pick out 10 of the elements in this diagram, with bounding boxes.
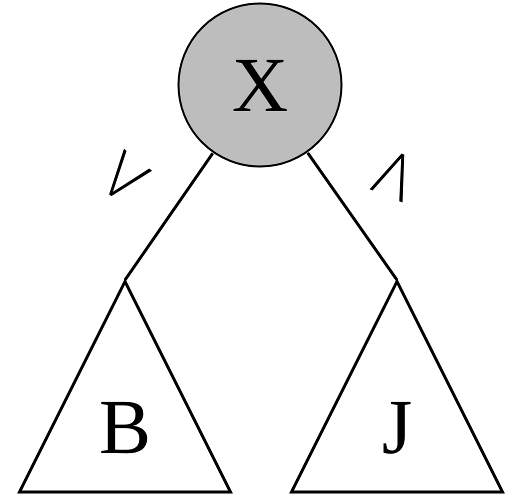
node-letter: X: [230, 46, 290, 124]
connector-line: [124, 152, 214, 281]
comparison-sign: <: [75, 130, 170, 222]
node-letter: J: [380, 388, 414, 466]
node-letter: B: [98, 388, 152, 466]
triangle-node: [18, 280, 232, 494]
comparison-sign: >: [347, 132, 437, 216]
connector-line: [306, 152, 398, 281]
triangle-node: [290, 280, 504, 494]
circle-node: [177, 2, 343, 168]
